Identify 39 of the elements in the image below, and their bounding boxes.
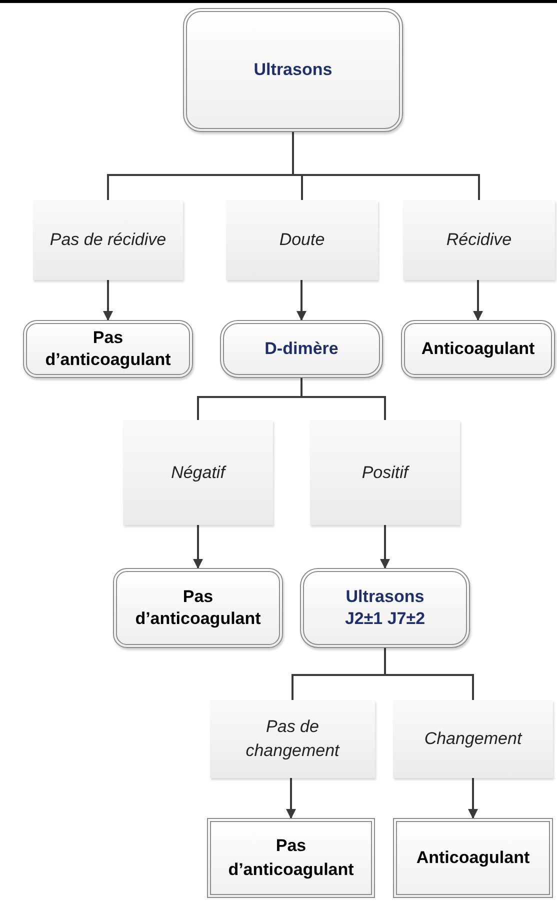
arrow (296, 280, 306, 321)
node-label: Négatif (171, 462, 225, 484)
node-label: Anticoagulant (416, 847, 530, 869)
node-label: Pas de changement (244, 716, 341, 762)
node-label: Positif (362, 462, 408, 484)
node-label: Changement (424, 728, 522, 750)
outcome-box (401, 320, 555, 378)
branch-label-box (310, 420, 460, 525)
node-label: Anticoagulant (421, 338, 535, 360)
arrow (103, 280, 113, 321)
outcome-box (393, 818, 553, 898)
node-label: Pas d’anticoagulant (44, 327, 172, 371)
arrow (468, 778, 478, 819)
connector-line (292, 132, 480, 200)
node-label: Récidive (446, 229, 512, 251)
arrow (473, 280, 483, 321)
branch-label-box (33, 200, 183, 280)
node-label: Pas d’anticoagulant (134, 586, 262, 630)
arrow (380, 525, 390, 569)
outcome-box (23, 320, 193, 378)
node-label: Ultrasons J2±1 J7±2 (344, 586, 426, 630)
branch-label-box (210, 700, 375, 778)
arrow (286, 778, 296, 819)
branch-label-box (226, 200, 378, 280)
arrow (193, 525, 203, 569)
branch-label-box (403, 200, 555, 280)
node-label: Doute (279, 229, 325, 251)
branch-label-box (393, 700, 553, 778)
node-label: Ultrasons (254, 59, 332, 81)
node-label: Pas de récidive (50, 229, 166, 251)
branch-label-box (123, 420, 273, 525)
outcome-box (207, 818, 375, 898)
node-label: D-dimère (264, 338, 338, 360)
outcome-box (113, 568, 283, 648)
node-label: Pas d’anticoagulant (227, 835, 355, 881)
decision-box (300, 568, 470, 648)
connector-line (384, 648, 474, 700)
decision-box (220, 320, 383, 378)
decision-box (183, 8, 403, 132)
